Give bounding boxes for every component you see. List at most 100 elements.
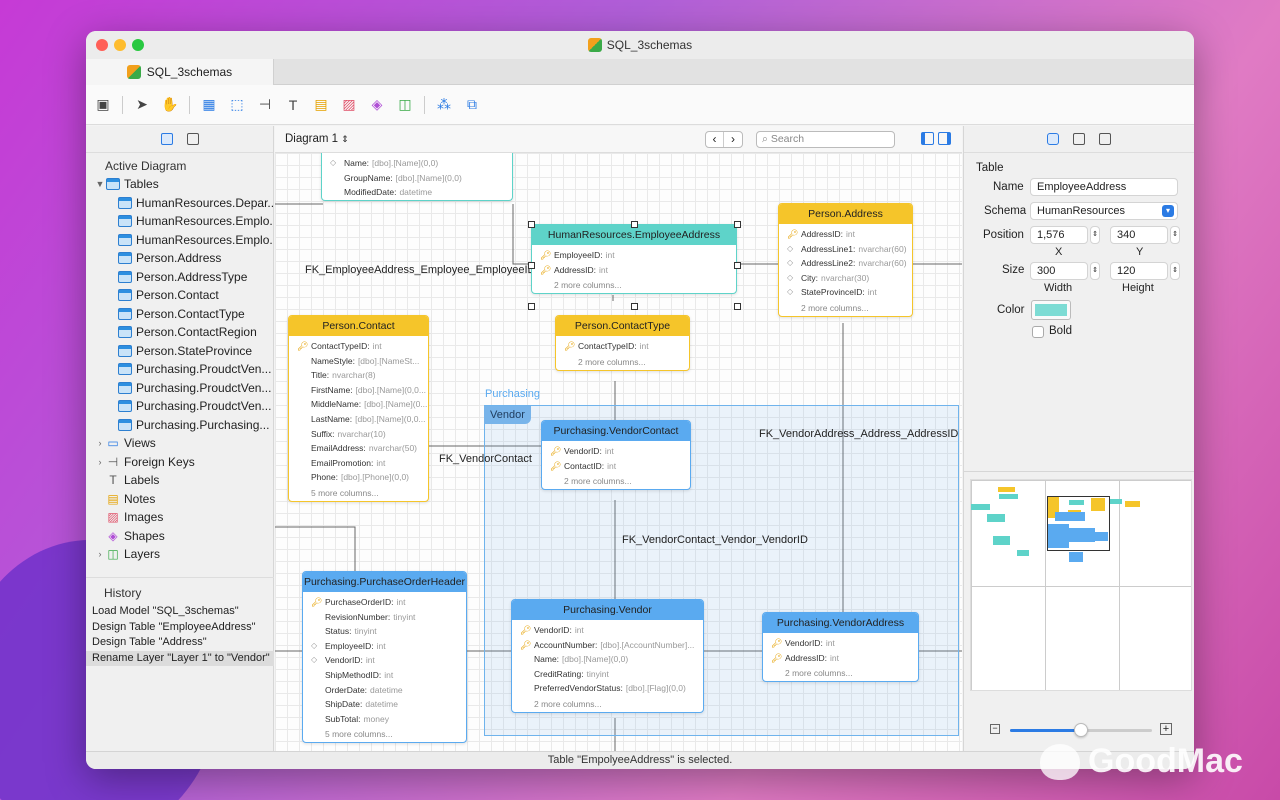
auto-layout-icon[interactable]: ⁂ <box>437 96 451 112</box>
note-icon[interactable]: ▤ <box>314 96 328 112</box>
entity-field[interactable]: ◇City:nvarchar(30) <box>779 271 912 286</box>
history-item[interactable]: Rename Layer "Layer 1" to "Vendor" <box>86 650 274 666</box>
zoom-button[interactable] <box>132 39 144 51</box>
sidebar-table-item[interactable]: HumanResources.Depar... <box>86 194 273 213</box>
sidebar-table-item[interactable]: Person.StateProvince <box>86 342 273 361</box>
layers-icon[interactable] <box>1099 133 1111 145</box>
entity-field[interactable]: ◇StateProvinceID:int <box>779 285 912 300</box>
close-button[interactable] <box>96 39 108 51</box>
selection-handle[interactable] <box>734 221 741 228</box>
fk-label[interactable]: FK_VendorContact <box>439 453 532 465</box>
position-y-stepper[interactable]: ⇕ <box>1170 226 1180 244</box>
sidebar-group-views[interactable]: ›▭Views <box>86 434 273 453</box>
history-item[interactable]: Load Model "SQL_3schemas" <box>92 605 239 617</box>
entity-field[interactable]: 🔑︎AddressID:int <box>763 651 918 666</box>
entity-vendorcontact[interactable]: Purchasing.VendorContact🔑︎VendorID:int🔑︎… <box>541 420 691 491</box>
entity-vendoraddr[interactable]: Purchasing.VendorAddress🔑︎VendorID:int🔑︎… <box>762 612 919 683</box>
entity-field[interactable]: Phone:[dbo].[Phone](0,0) <box>289 470 428 485</box>
entity-field[interactable]: 🔑︎VendorID:int <box>512 623 703 638</box>
entity-field[interactable]: MiddleName:[dbo].[Name](0... <box>289 397 428 412</box>
model-tab-icon[interactable] <box>186 133 199 145</box>
entity-field[interactable]: LastName:[dbo].[Name](0,0... <box>289 412 428 427</box>
diagram-canvas[interactable]: Vendor Purchasing FK_EmployeeAddress_Emp… <box>275 153 962 751</box>
save-icon[interactable]: ▣ <box>96 96 110 112</box>
entity-field[interactable]: FirstName:[dbo].[Name](0,0... <box>289 383 428 398</box>
selection-handle[interactable] <box>631 303 638 310</box>
entity-field[interactable]: 🔑︎AddressID:int <box>779 227 912 242</box>
selection-handle[interactable] <box>734 262 741 269</box>
entity-field[interactable]: PreferredVendorStatus:[dbo].[Flag](0,0) <box>512 681 703 696</box>
entity-field[interactable]: ModifiedDate:datetime <box>322 185 512 200</box>
more-columns[interactable]: 5 more columns... <box>325 729 393 740</box>
entity-field[interactable]: Suffix:nvarchar(10) <box>289 427 428 442</box>
entity-field[interactable]: ◇AddressLine1:nvarchar(60) <box>779 242 912 257</box>
position-y-field[interactable]: 340 <box>1110 226 1168 244</box>
minimap-viewport[interactable] <box>1047 496 1110 551</box>
selection-handle[interactable] <box>528 262 535 269</box>
table-icon[interactable]: ▦ <box>202 96 216 112</box>
entity-field[interactable]: 🔑︎ContactTypeID:int <box>289 339 428 354</box>
more-columns[interactable]: 2 more columns... <box>564 476 632 487</box>
zoom-slider-thumb[interactable] <box>1074 723 1088 737</box>
chevron-right-icon[interactable]: › <box>98 549 102 560</box>
entity-field[interactable]: 🔑︎VendorID:int <box>763 636 918 651</box>
entity-field[interactable]: 🔑︎VendorID:int <box>542 444 690 459</box>
sidebar-table-item[interactable]: HumanResources.Emplo... <box>86 212 273 231</box>
sidebar-table-item[interactable]: HumanResources.Emplo... <box>86 231 273 250</box>
shape-icon[interactable]: ◈ <box>371 96 383 112</box>
entity-field[interactable]: 🔑︎ContactTypeID:int <box>556 339 689 354</box>
chevron-right-icon[interactable]: › <box>98 438 102 449</box>
name-field[interactable]: EmployeeAddress <box>1030 178 1178 196</box>
entity-poheader[interactable]: Purchasing.PurchaseOrderHeader🔑︎Purchase… <box>302 571 467 744</box>
sidebar-table-item[interactable]: Purchasing.Purchasing... <box>86 416 273 435</box>
color-well[interactable] <box>1031 300 1071 320</box>
history-item[interactable]: Design Table "Address" <box>92 636 207 648</box>
back-button[interactable]: ‹ <box>706 132 724 147</box>
vendor-layer-tag[interactable]: Vendor <box>484 406 531 424</box>
hand-icon[interactable]: ✋ <box>161 96 179 112</box>
entity-field[interactable]: 🔑︎AddressID:int <box>532 263 736 278</box>
entity-field[interactable]: 🔑︎ContactID:int <box>542 459 690 474</box>
entity-field[interactable]: ShipDate:datetime <box>303 697 466 712</box>
fk-label[interactable]: FK_EmployeeAddress_Employee_EmployeeID <box>305 264 536 276</box>
fk-label[interactable]: FK_VendorAddress_Address_AddressID <box>759 428 959 440</box>
width-field[interactable]: 300 <box>1030 262 1088 280</box>
entity-field[interactable]: OrderDate:datetime <box>303 683 466 698</box>
sidebar-table-item[interactable]: Purchasing.ProudctVen... <box>86 360 273 379</box>
sidebar-group-foreign-keys[interactable]: ›⊣Foreign Keys <box>86 453 273 472</box>
forward-button[interactable]: › <box>731 132 735 146</box>
selection-handle[interactable] <box>528 221 535 228</box>
sidebar-group-images[interactable]: ▨Images <box>86 508 273 527</box>
minimize-button[interactable] <box>114 39 126 51</box>
entity-field[interactable]: NameStyle:[dbo].[NameSt... <box>289 354 428 369</box>
schema-select[interactable]: HumanResources▾ <box>1030 202 1178 220</box>
selection-handle[interactable] <box>528 303 535 310</box>
more-columns[interactable]: 2 more columns... <box>578 356 646 367</box>
more-columns[interactable]: 2 more columns... <box>554 280 622 291</box>
foreign-key-icon[interactable]: ⊣ <box>258 96 272 112</box>
entity-field[interactable]: 🔑︎AccountNumber:[dbo].[AccountNumber]... <box>512 638 703 653</box>
view-icon[interactable]: ⬚ <box>230 96 244 112</box>
cube-icon[interactable] <box>1047 133 1059 145</box>
tab-sql-3schemas[interactable]: SQL_3schemas <box>86 59 274 85</box>
entity-field[interactable]: GroupName:[dbo].[Name](0,0) <box>322 171 512 186</box>
history-item[interactable]: Design Table "EmployeeAddress" <box>92 620 256 633</box>
diagram-select[interactable]: Diagram 1 ⇕ <box>285 133 349 145</box>
purchasing-label[interactable]: Purchasing <box>485 388 541 400</box>
more-columns[interactable]: 2 more columns... <box>785 668 853 679</box>
entity-field[interactable]: CreditRating:tinyint <box>512 667 703 682</box>
sidebar-group-shapes[interactable]: ◈Shapes <box>86 527 273 546</box>
entity-vendor[interactable]: Purchasing.Vendor🔑︎VendorID:int🔑︎Account… <box>511 599 704 713</box>
more-columns[interactable]: 2 more columns... <box>534 698 602 709</box>
image-icon[interactable] <box>1073 133 1085 145</box>
entity-field[interactable]: 🔑︎EmployeeID:int <box>532 248 736 263</box>
entity-field[interactable]: Status:tinyint <box>303 624 466 639</box>
chevron-down-icon[interactable]: ▼ <box>95 179 105 190</box>
more-columns[interactable]: 5 more columns... <box>311 487 379 498</box>
sidebar-table-item[interactable]: Person.AddressType <box>86 268 273 287</box>
chevron-right-icon[interactable]: › <box>98 456 102 467</box>
entity-field[interactable]: Title:nvarchar(8) <box>289 368 428 383</box>
entity-empaddr[interactable]: HumanResources.EmployeeAddress🔑︎Employee… <box>531 224 737 295</box>
